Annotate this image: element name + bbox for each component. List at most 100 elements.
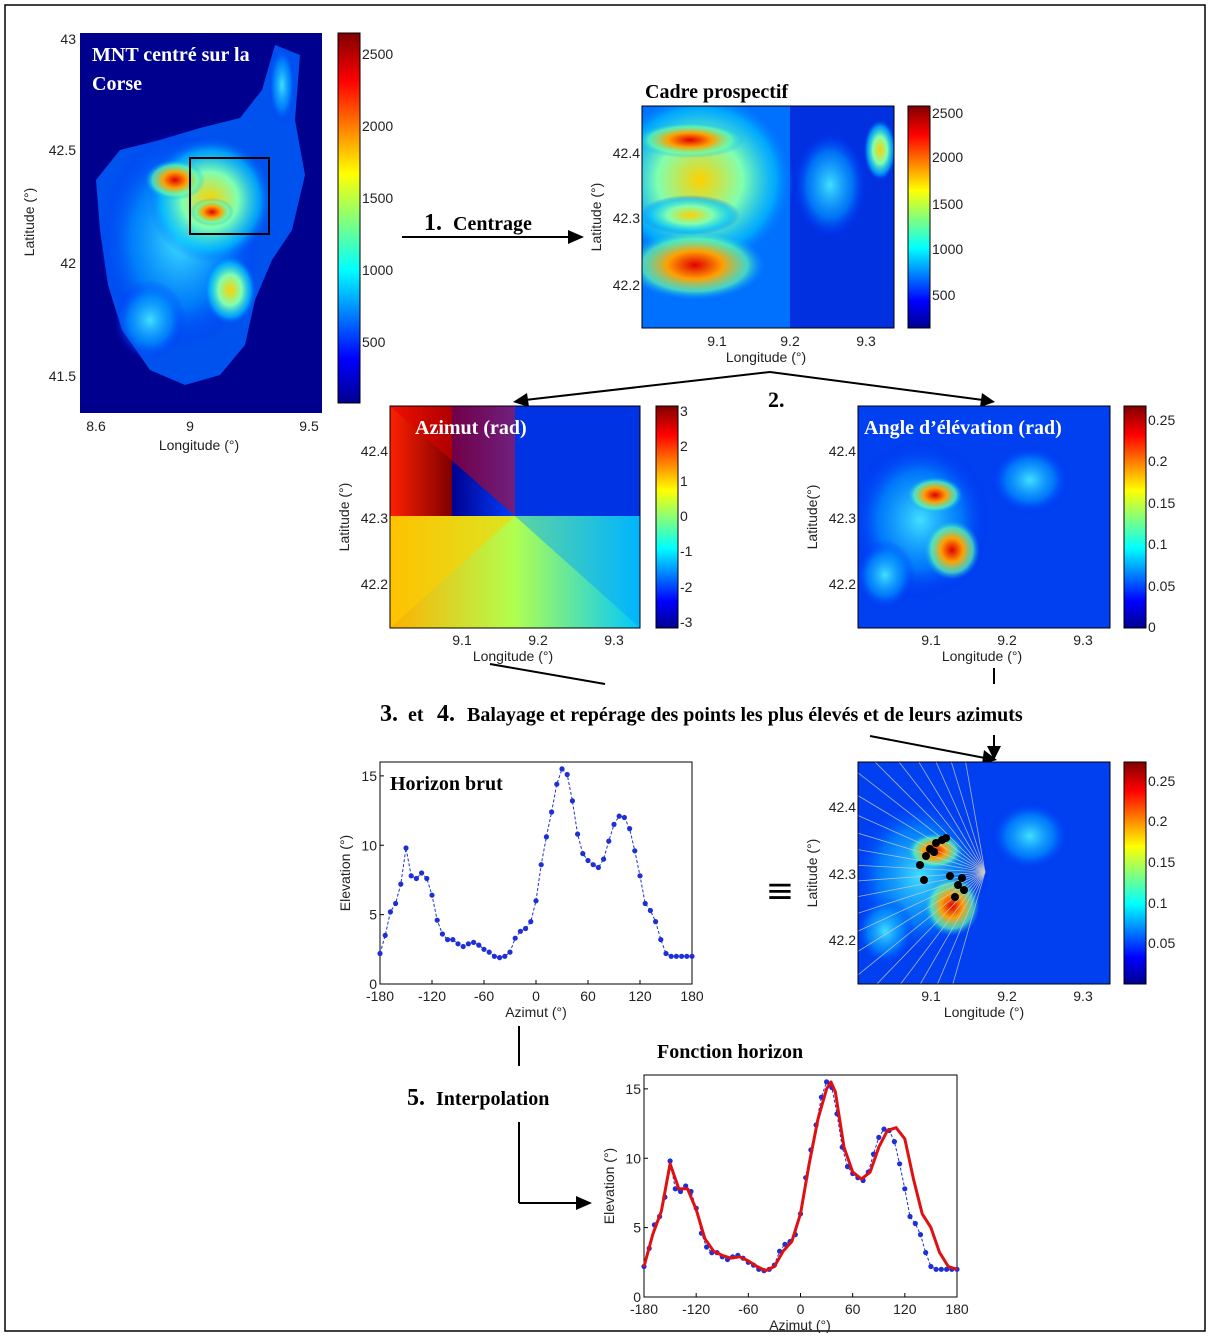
scan-panel: 42.4 42.3 42.2 9.1 9.2 9.3 Longitude (°)… (804, 761, 1175, 1020)
y-tick-label: 15 (361, 768, 377, 784)
scan-xtick: 9.3 (1073, 988, 1093, 1004)
data-point (455, 941, 461, 947)
data-point (891, 1139, 898, 1145)
x-tick-label: -180 (366, 988, 394, 1004)
step2-number: 2. (768, 387, 785, 412)
scan-ray (952, 871, 986, 984)
cadre-cbar-tick: 2500 (932, 105, 963, 121)
angle-cbar-tick: 0.05 (1148, 578, 1175, 594)
data-point (538, 862, 544, 868)
data-point (876, 1134, 882, 1140)
scan-ray (935, 762, 986, 873)
y-tick-label: 10 (625, 1150, 641, 1166)
cadre-ytick: 42.4 (613, 145, 640, 161)
y-tick-label: 15 (625, 1081, 641, 1097)
scan-ray (858, 871, 986, 882)
angle-panel: Angle d’élévation (rad) 42.4 42.3 42.2 9… (804, 405, 1175, 664)
x-tick-label: -120 (682, 1301, 710, 1317)
scan-ytick: 42.3 (829, 866, 856, 882)
mnt-terrain (96, 45, 305, 385)
angle-cbar-tick: 0.1 (1148, 536, 1168, 552)
x-tick-label: 60 (580, 988, 596, 1004)
data-point (382, 932, 388, 939)
x-tick-label: 180 (945, 1301, 969, 1317)
step34-number-b: 4. (437, 701, 455, 727)
data-point (668, 953, 674, 959)
data-point (653, 919, 659, 925)
y-tick-label: 5 (369, 907, 377, 923)
scan-ray (858, 772, 986, 873)
data-point (673, 953, 680, 959)
data-point (642, 900, 648, 907)
mnt-panel: MNT centré sur la Corse 43 42.5 42 41.5 … (21, 31, 393, 453)
step34-conjunction: et (408, 704, 424, 726)
scan-ray (858, 849, 986, 873)
mnt-xtick: 9.5 (299, 418, 319, 434)
angle-cbar-tick: 0.15 (1148, 495, 1175, 511)
data-point (543, 834, 550, 840)
data-point (569, 798, 576, 804)
azimut-ytick: 42.2 (361, 576, 388, 592)
data-point (632, 848, 638, 854)
scan-ylabel: Latitude (°) (804, 839, 820, 908)
azimut-ylabel: Latitude (°) (336, 483, 352, 552)
scan-ray (858, 871, 986, 914)
cadre-cbar-tick: 1000 (932, 241, 963, 257)
mnt-xlabel: Longitude (°) (159, 437, 239, 453)
cadre-title: Cadre prospectif (645, 81, 788, 103)
cadre-ylabel: Latitude (°) (588, 183, 604, 252)
scan-ray (937, 871, 986, 984)
angle-xtick: 9.3 (1073, 632, 1093, 648)
data-point (621, 814, 628, 821)
angle-cbar-tick: 0.2 (1148, 453, 1168, 469)
series-line-fit (642, 1080, 958, 1273)
mnt-ytick: 42.5 (49, 142, 76, 158)
data-point (512, 935, 518, 941)
angle-ytick: 42.3 (829, 510, 856, 526)
scan-colorbar (1123, 761, 1147, 985)
mnt-ytick: 43 (60, 31, 76, 47)
data-point (897, 1161, 903, 1167)
azimut-colorbar (655, 405, 679, 629)
angle-cbar-tick: 0.25 (1148, 412, 1175, 428)
mnt-cbar-tick: 1000 (362, 262, 393, 278)
data-point (533, 898, 539, 904)
cadre-cbar-tick: 2000 (932, 149, 963, 165)
data-point (424, 875, 430, 882)
angle-xtick: 9.2 (997, 632, 1017, 648)
data-point (377, 950, 383, 957)
data-point (564, 771, 570, 778)
data-point (559, 766, 565, 772)
scan-ray (965, 762, 986, 873)
step34-label: Balayage et repérage des points les plus… (467, 704, 1023, 726)
data-point (387, 909, 393, 915)
data-point (528, 919, 534, 925)
scan-cbar-tick: 0.25 (1148, 773, 1175, 789)
data-point (481, 946, 487, 952)
data-point (585, 857, 591, 864)
data-point (445, 937, 451, 943)
data-point (595, 864, 602, 871)
data-point (704, 1244, 710, 1250)
data-point (554, 781, 560, 787)
scan-ytick: 42.2 (829, 932, 856, 948)
cadre-xtick: 9.3 (856, 333, 876, 349)
data-point (667, 1158, 673, 1164)
cadre-terrain (642, 106, 894, 328)
data-point (672, 1186, 678, 1192)
data-point (398, 881, 404, 887)
x-tick-label: 0 (532, 988, 540, 1004)
data-point (663, 950, 669, 957)
cadre-panel: Cadre prospectif 42.4 42.3 42.2 9.1 9.2 … (588, 81, 963, 365)
y-tick-label: 10 (361, 837, 377, 853)
azimut-xtick: 9.2 (528, 632, 548, 648)
cadre-ytick: 42.3 (613, 210, 640, 226)
azimut-xtick: 9.3 (604, 632, 624, 648)
mnt-ylabel: Latitude (°) (21, 188, 37, 257)
azimut-xlabel: Longitude (°) (473, 648, 553, 664)
step5-label: Interpolation (436, 1088, 549, 1110)
mnt-colorbar (337, 32, 361, 404)
